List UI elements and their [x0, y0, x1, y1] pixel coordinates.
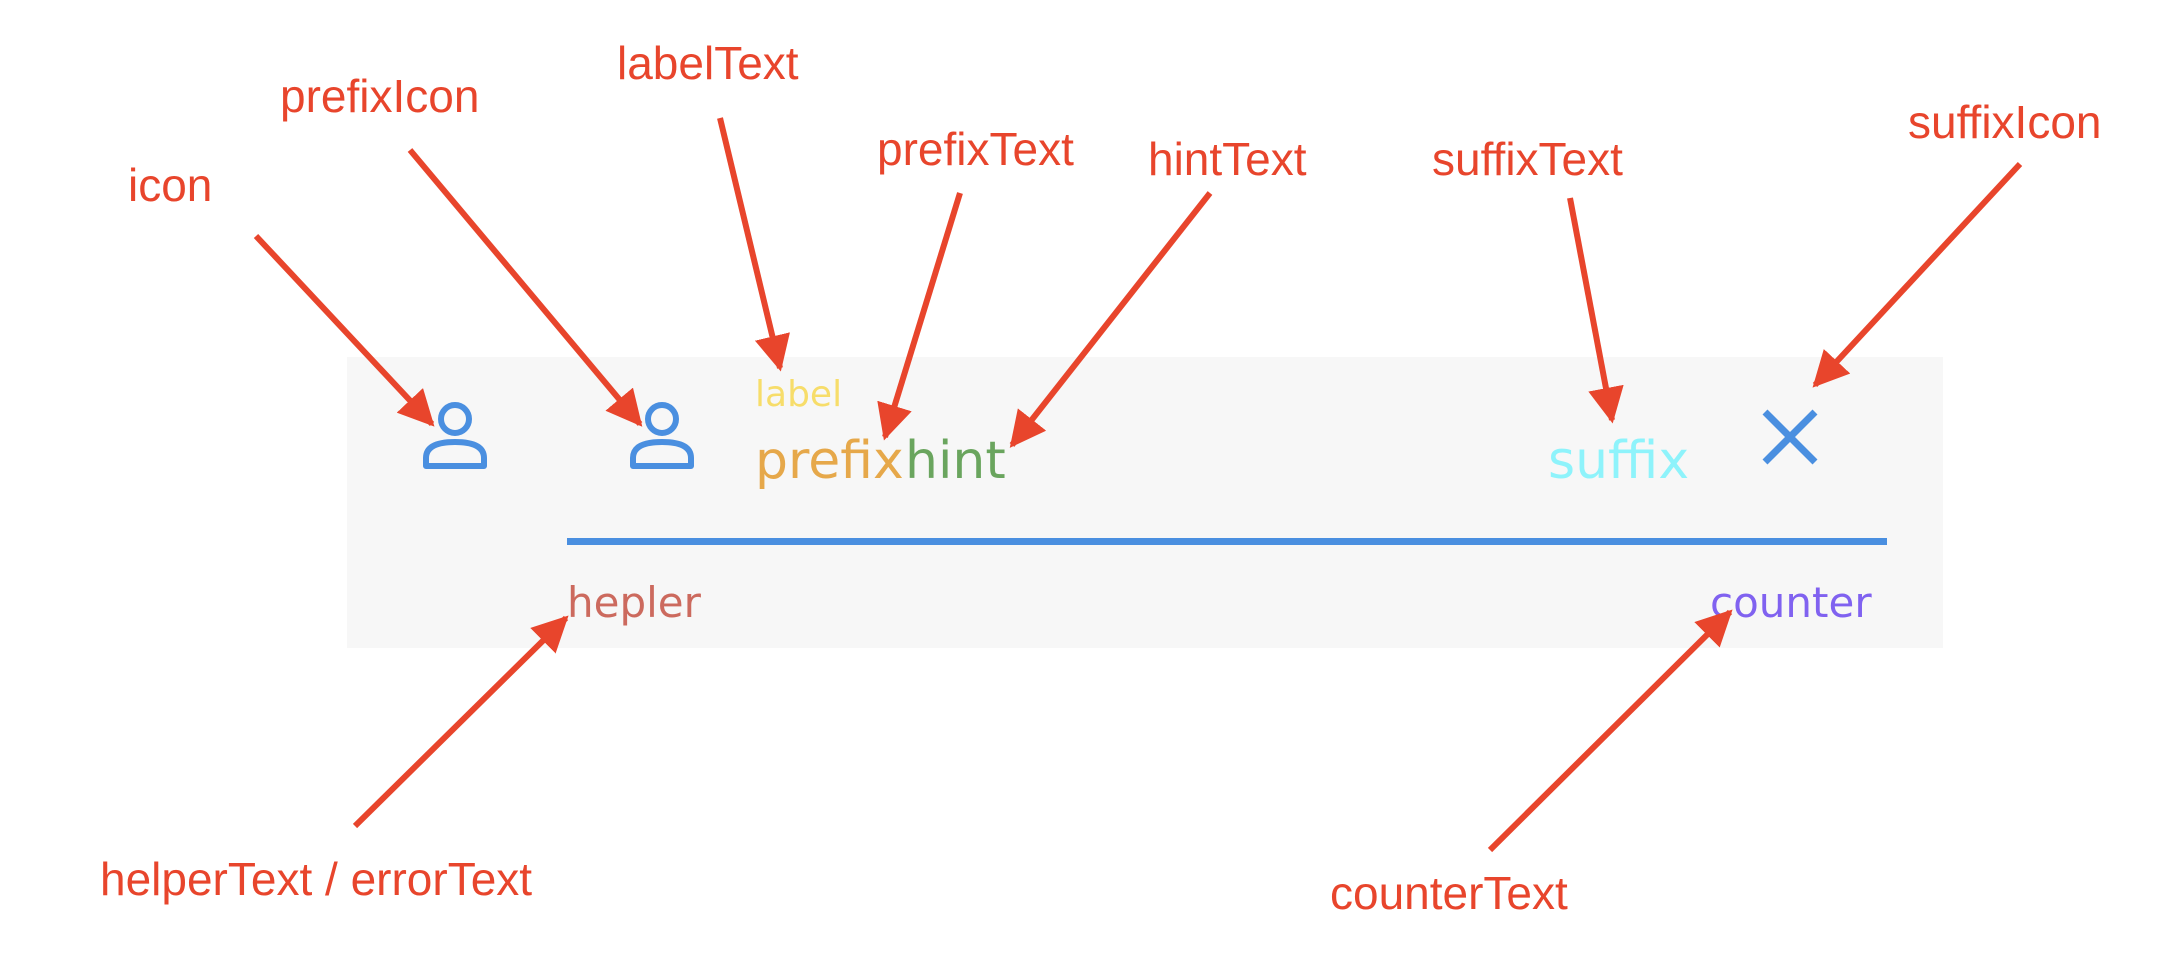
annotation-counter-text: counterText	[1330, 867, 1568, 919]
field-counter-text: counter	[1710, 578, 1872, 627]
annotation-prefix-icon: prefixIcon	[280, 70, 480, 122]
annotation-suffix-text: suffixText	[1432, 133, 1623, 185]
field-underline	[567, 538, 1887, 545]
field-suffix: suffix	[1548, 431, 1690, 491]
field-label: label	[755, 374, 843, 415]
prefix-person-icon	[630, 402, 694, 469]
annotation-prefix-text: prefixText	[877, 123, 1074, 175]
field-hint[interactable]: hint	[905, 431, 1006, 491]
annotation-suffix-icon: suffixIcon	[1908, 96, 2102, 148]
arrow-label-text	[717, 117, 790, 372]
field-prefix: prefix	[755, 431, 904, 491]
annotation-icon: icon	[128, 159, 213, 211]
close-icon[interactable]	[1760, 407, 1820, 467]
arrow-helper-text	[352, 615, 569, 829]
arrow-suffix-icon	[1812, 161, 2023, 388]
person-icon	[423, 402, 487, 469]
annotation-helper-error-text: helperText / errorText	[100, 853, 533, 905]
annotation-label-text: labelText	[617, 37, 799, 89]
annotation-hint-text: hintText	[1148, 133, 1307, 185]
field-helper-text: hepler	[567, 578, 701, 627]
